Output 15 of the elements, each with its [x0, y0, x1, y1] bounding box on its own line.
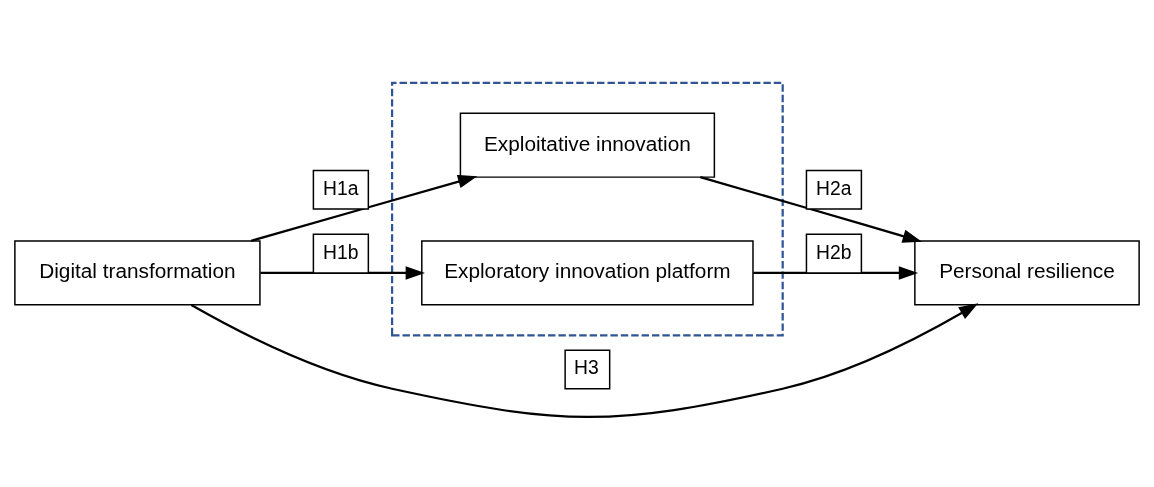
edge-label: H1a [323, 177, 359, 199]
node-box: Exploratory innovation platform [421, 239, 754, 306]
edge-label: H2a [816, 177, 852, 199]
node-box: Digital transformation [14, 239, 261, 306]
arrow [700, 175, 922, 243]
edge-label: H1b [323, 241, 359, 263]
arrow [260, 265, 425, 280]
edge-label: H2b [816, 241, 852, 263]
edge-label: H3 [574, 357, 599, 378]
node-box: Exploitative innovation [459, 112, 716, 178]
arrow [190, 302, 979, 418]
arrow [250, 174, 478, 242]
cluster [391, 81, 784, 336]
node-box: Personal resilience [914, 239, 1140, 306]
arrow [753, 265, 919, 280]
